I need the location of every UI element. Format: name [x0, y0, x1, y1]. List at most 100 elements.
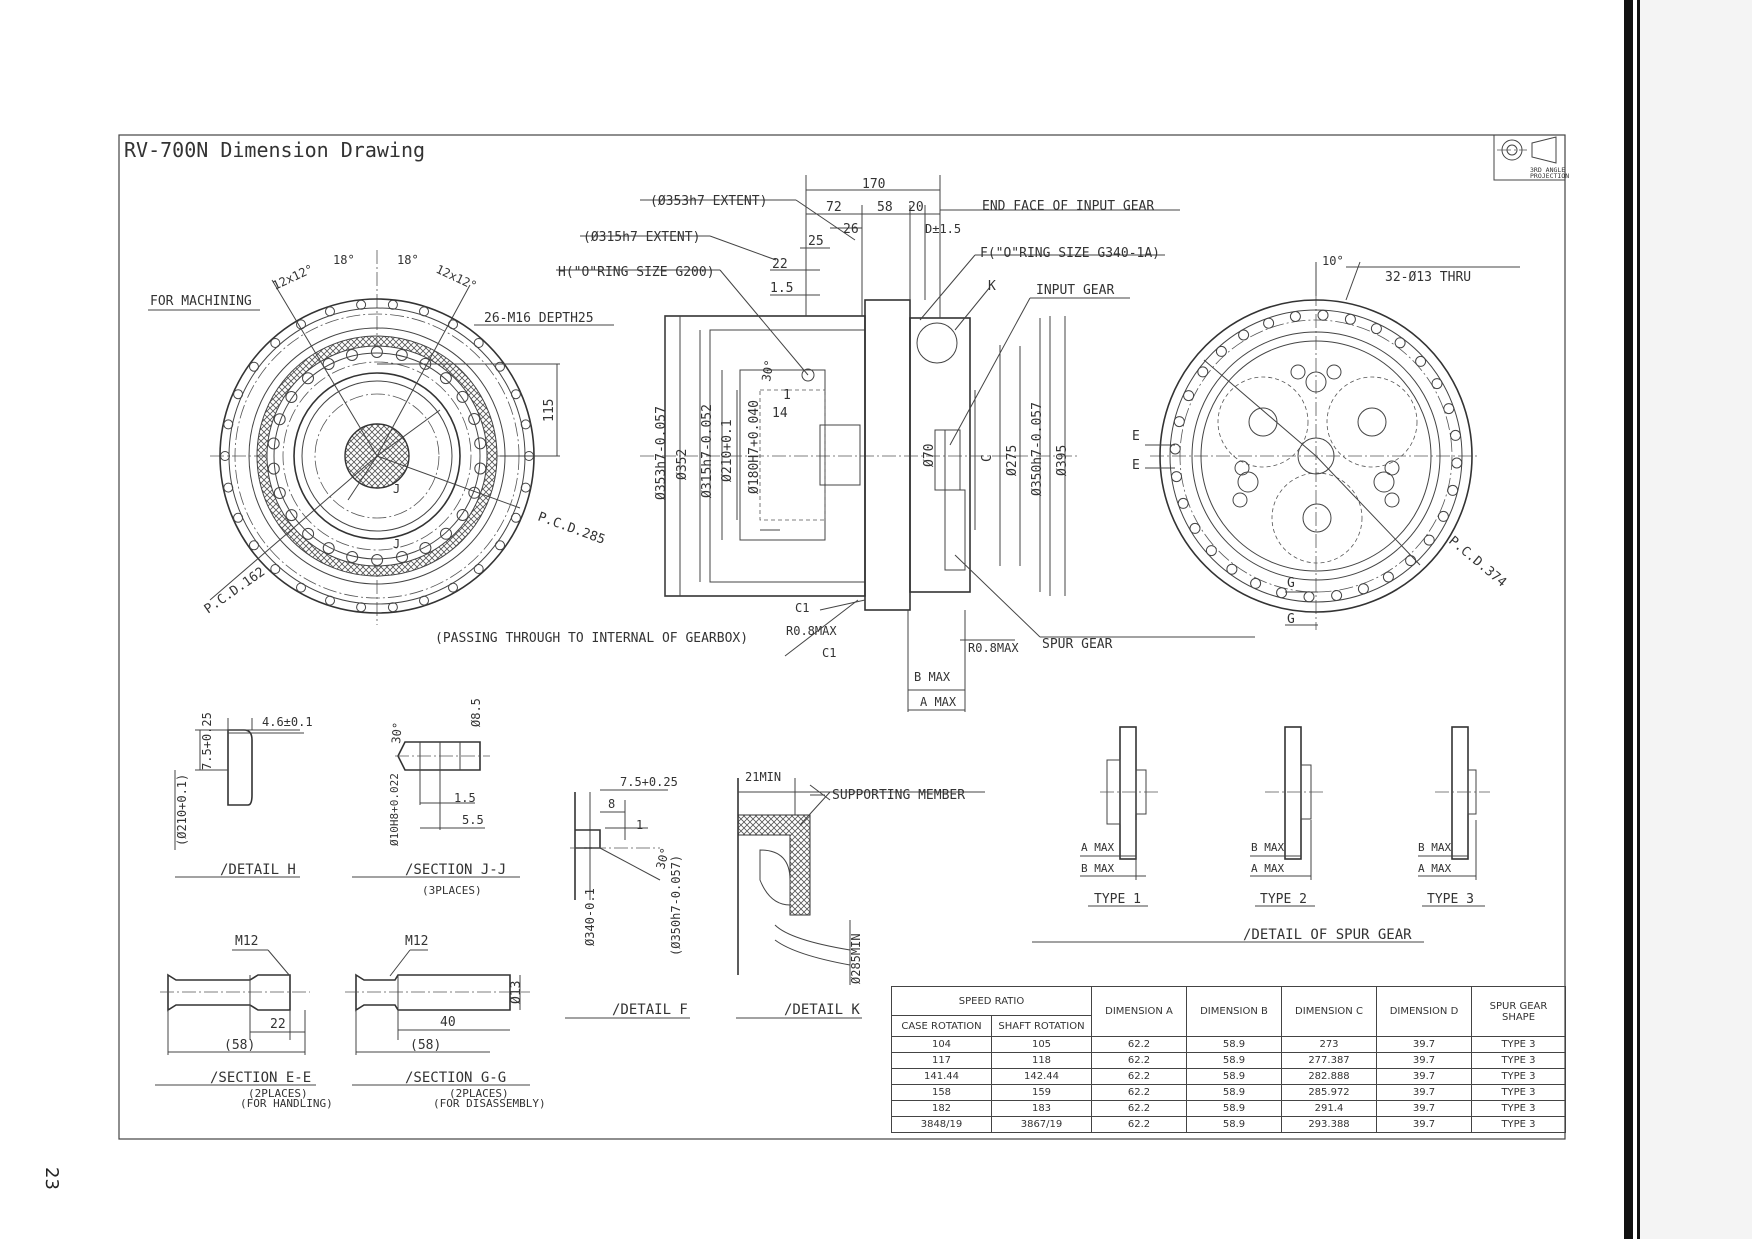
gg-dim-13: Ø13: [509, 981, 524, 1004]
angle-10: 10°: [1322, 254, 1344, 268]
bolt-hole: [1263, 317, 1275, 329]
bolt-hole: [1331, 590, 1343, 601]
bolt-hole: [1447, 484, 1459, 496]
section-gg-note-1: (2PLACES): [449, 1087, 509, 1100]
detail-h-label: /DETAIL H: [220, 862, 296, 878]
bolt-hole: [296, 582, 306, 593]
c1-lower-label: C1: [822, 646, 836, 660]
table-cell: 293.388: [1281, 1116, 1377, 1133]
bolt-hole: [223, 419, 234, 430]
dim-25: 25: [808, 234, 824, 249]
bolt-hole: [1382, 571, 1394, 583]
bolt-hole: [1173, 416, 1185, 428]
dia-350: Ø350h7-0.057: [1030, 402, 1045, 496]
table-cell: 58.9: [1186, 1068, 1282, 1085]
table-cell: 105: [991, 1036, 1092, 1053]
table-cell: 39.7: [1376, 1068, 1472, 1085]
bolt-hole: [1226, 563, 1238, 575]
bolt-hole: [473, 338, 484, 348]
bolt-hole: [456, 390, 469, 403]
jj-dim-10h8: Ø10H8+0.022: [388, 773, 401, 846]
bolt-hole: [302, 372, 314, 385]
detail-h-dim-75: 7.5+0.25: [200, 712, 214, 770]
table-cell: 183: [991, 1100, 1092, 1117]
dim-26: 26: [843, 222, 859, 237]
bolt-hole: [1303, 591, 1315, 603]
ext315-label: (Ø315h7 EXTENT): [583, 230, 700, 245]
table-cell: 39.7: [1376, 1036, 1472, 1053]
table-cell: 117: [891, 1052, 992, 1069]
table-cell: TYPE 3: [1471, 1068, 1566, 1085]
bolt-hole: [1171, 471, 1182, 483]
bolt-hole: [296, 319, 306, 330]
pcd374-label: P.C.D.374: [1445, 534, 1509, 591]
bolt-hole: [474, 462, 487, 475]
dia-315: Ø315h7-0.052: [700, 404, 715, 498]
bolt-hole: [1317, 309, 1329, 321]
header-dimension-c: DIMENSION C: [1281, 986, 1377, 1037]
dim-20: 20: [908, 200, 924, 215]
page-edge-bar: [1624, 0, 1633, 1239]
bolt-hole: [267, 437, 280, 450]
type2-bottom-label: A MAX: [1251, 862, 1284, 875]
bolt-hole: [1189, 522, 1201, 534]
table-cell: 39.7: [1376, 1116, 1472, 1133]
oring-f-label: F("O"RING SIZE G340-1A): [980, 246, 1160, 261]
bolt-hole: [270, 564, 281, 574]
oring-h-label: H("O"RING SIZE G200): [558, 265, 715, 280]
f-dim-340: Ø340-0.1: [583, 888, 597, 946]
table-cell: 39.7: [1376, 1100, 1472, 1117]
bolt-hole: [1344, 313, 1356, 325]
bolt-hole: [520, 419, 531, 430]
spur-gear-type-1: A MAX B MAX TYPE 1: [1080, 726, 1160, 907]
f-dim-1: 1: [636, 818, 643, 832]
table-cell: 62.2: [1091, 1036, 1187, 1053]
detail-k: 21MIN Ø285MIN SUPPORTING MEMBER /DETAIL …: [736, 770, 985, 1019]
table-cell: 62.2: [1091, 1052, 1187, 1069]
f-angle-30: 30°: [653, 846, 672, 871]
spur-gear-type-3: B MAX A MAX TYPE 3: [1418, 726, 1490, 907]
dim-b-max: B MAX: [914, 670, 951, 684]
bolt-hole: [233, 389, 244, 400]
marker-g-2: G: [1287, 612, 1295, 627]
bolt-hole: [387, 299, 398, 310]
dia-180: Ø180H7+0.040: [747, 400, 762, 494]
dia-210: Ø210+0.1: [720, 419, 735, 482]
detail-h-dim-46: 4.6±0.1: [262, 715, 313, 729]
angle-18-left: 18°: [333, 253, 355, 267]
bolt-hole: [1197, 366, 1209, 378]
thru-holes-label: 32-Ø13 THRU: [1385, 270, 1471, 285]
dim-58: 58: [877, 200, 893, 215]
bolt-hole: [1443, 403, 1455, 415]
bolt-hole: [249, 361, 259, 372]
dim-a-max: A MAX: [920, 695, 957, 709]
dim-72: 72: [826, 200, 842, 215]
bolt-hole: [495, 540, 505, 551]
f-dim-75: 7.5+0.25: [620, 775, 678, 789]
bolt-hole: [468, 413, 481, 425]
bolt-hole: [1276, 587, 1288, 599]
table-cell: 182: [891, 1100, 992, 1117]
type3-bottom-label: A MAX: [1418, 862, 1451, 875]
section-ee-label: /SECTION E-E: [210, 1070, 311, 1086]
bolt-hole: [322, 542, 335, 555]
type3-name: TYPE 3: [1427, 892, 1474, 907]
header-dimension-a: DIMENSION A: [1091, 986, 1187, 1037]
page-edge-line: [1637, 0, 1640, 1239]
table-cell: 58.9: [1186, 1084, 1282, 1101]
dim-14: 14: [772, 406, 788, 421]
table-cell: 104: [891, 1036, 992, 1053]
bolt-hole: [1394, 337, 1406, 349]
bolt-hole: [1177, 497, 1189, 509]
table-cell: 285.972: [1281, 1084, 1377, 1101]
drawing-border: [118, 134, 1566, 1140]
bolt-hole: [510, 512, 521, 523]
dim-170: 170: [862, 177, 885, 192]
detail-k-label: /DETAIL K: [784, 1002, 860, 1018]
bolt-hole: [223, 482, 234, 493]
